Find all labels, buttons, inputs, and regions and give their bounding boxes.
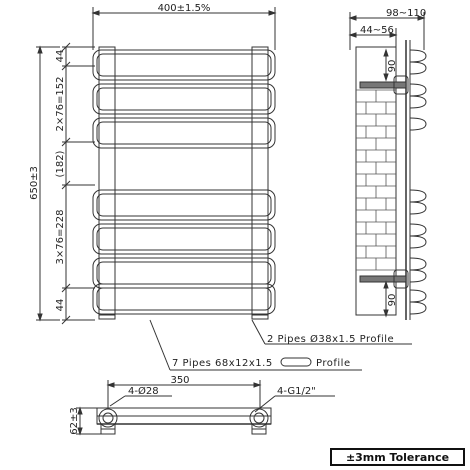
flat-tube-profile-icon — [280, 357, 312, 367]
wall-bracket-bottom — [359, 269, 409, 289]
tolerance-label: ±3mm Tolerance — [345, 451, 450, 464]
holes-label: 4-Ø28 — [128, 385, 159, 397]
group1-spacing-label: 2×76=152 — [55, 77, 66, 132]
callout-leaders — [149, 319, 412, 371]
flat-tubes-callout: 7 Pipes 68x12x1.5 — [172, 358, 273, 369]
pipes-callout: 2 Pipes Ø38x1.5 Profile — [267, 333, 394, 345]
wall-bracket-top — [359, 75, 409, 95]
bottom-view — [76, 380, 335, 436]
height-label: 650±3 — [29, 166, 40, 200]
top-gap-label: 44 — [55, 50, 66, 63]
threads-label: 4-G1/2" — [277, 386, 316, 397]
group2-spacing-label: 3×76=228 — [55, 210, 66, 265]
right-pipe — [251, 46, 269, 316]
width-label: 400±1.5% — [158, 3, 211, 14]
bracket-top-label: 90 — [387, 60, 398, 73]
side-tube-profiles — [409, 49, 427, 315]
left-pipe — [98, 46, 116, 316]
front-view — [36, 7, 277, 325]
overall-depth-label: 98~110 — [386, 8, 426, 19]
bottom-height-label: 62±3 — [69, 407, 80, 434]
middle-gap-label: (182) — [55, 150, 66, 177]
centers-label: 350 — [170, 375, 189, 386]
bracket-bottom-label: 90 — [387, 294, 398, 307]
flat-tubes-top — [92, 49, 276, 149]
tolerance-box: ±3mm Tolerance — [330, 448, 465, 466]
side-view — [348, 12, 427, 320]
flat-tubes-callout-suffix: Profile — [316, 358, 351, 369]
flat-tubes-bottom — [92, 189, 276, 315]
body-depth-label: 44~56 — [360, 25, 394, 36]
bottom-gap-label: 44 — [55, 299, 66, 312]
